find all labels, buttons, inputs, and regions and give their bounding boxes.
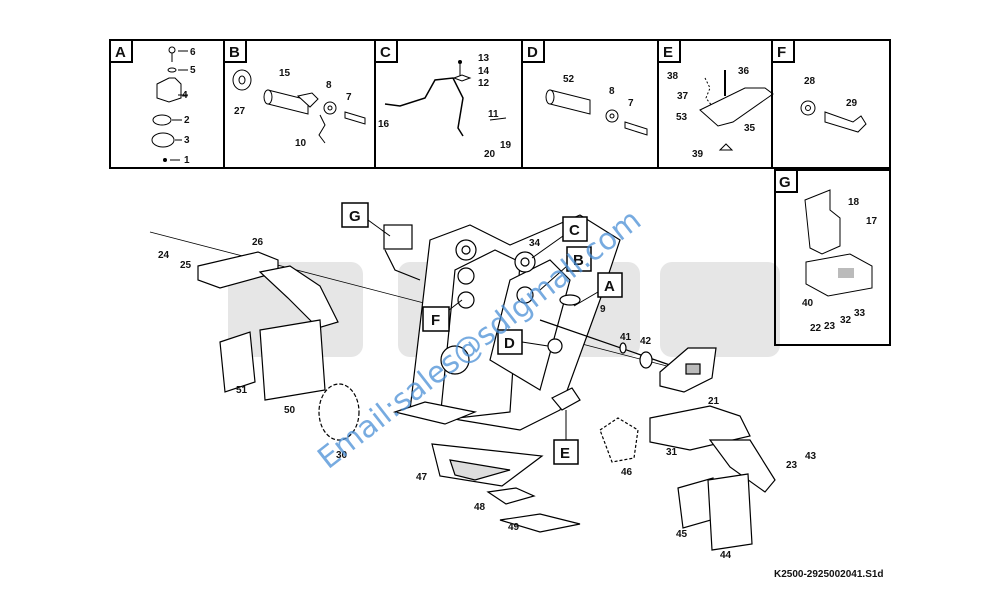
part-42: 42 [640,336,652,347]
part-40: 40 [802,298,814,309]
callout-f: F [422,299,463,332]
part-21: 21 [708,396,720,407]
part-51: 51 [236,385,248,396]
detail-letter-g: G [779,174,791,191]
part-7-b: 7 [346,92,352,103]
part-4: 4 [182,90,188,101]
part-29: 29 [846,98,858,109]
detail-box-g: G 18 17 40 22 23 32 33 [774,169,891,346]
part-52: 52 [563,74,575,85]
part-22: 22 [810,323,822,334]
part-9: 9 [600,304,606,315]
part-47: 47 [416,472,428,483]
callout-g: G [341,202,391,237]
callout-c: C [531,216,588,259]
part-19: 19 [500,140,512,151]
part-26: 26 [252,237,264,248]
callout-b: B [539,246,592,291]
main-assembly [149,214,776,551]
part-53: 53 [676,112,688,123]
detail-letter-c: C [380,44,391,61]
callout-e: E [553,410,579,465]
part-36: 36 [738,66,750,77]
part-25: 25 [180,260,192,271]
part-38: 38 [667,71,679,82]
part-7-d: 7 [628,98,634,109]
part-31: 31 [666,447,678,458]
svg-text:D: D [504,335,515,352]
detail-letter-b: B [229,44,240,61]
part-37: 37 [677,91,689,102]
callout-d: D [497,329,549,355]
detail-box-c: C 13 14 12 16 11 19 20 [374,39,523,169]
callout-a: A [573,272,623,307]
detail-box-a: A 6 5 4 2 3 1 [109,39,225,169]
part-24: 24 [158,250,170,261]
svg-text:G: G [349,208,361,225]
main-part-labels: 24 25 26 34 9 41 42 21 51 50 30 47 48 49… [158,237,817,561]
detail-box-e: E 38 36 37 53 35 39 [657,39,774,169]
detail-box-f: F 28 29 [771,39,891,169]
part-18: 18 [848,197,860,208]
part-13: 13 [478,53,490,64]
detail-letter-a: A [115,44,126,61]
part-43: 43 [805,451,817,462]
part-32: 32 [840,315,852,326]
part-1: 1 [184,155,190,166]
part-34: 34 [529,238,541,249]
part-39: 39 [692,149,704,160]
part-17: 17 [866,216,878,227]
part-33: 33 [854,308,866,319]
detail-letter-f: F [777,44,786,61]
detail-letter-d: D [527,44,538,61]
part-3: 3 [184,135,190,146]
part-5: 5 [190,65,196,76]
part-46: 46 [621,467,633,478]
part-50: 50 [284,405,296,416]
part-49: 49 [508,522,520,533]
svg-text:A: A [604,278,615,295]
part-15: 15 [279,68,291,79]
part-16: 16 [378,119,390,130]
part-6: 6 [190,47,196,58]
part-41: 41 [620,332,632,343]
part-44: 44 [720,550,732,561]
part-45: 45 [676,529,688,540]
svg-text:C: C [569,222,580,239]
part-20: 20 [484,149,496,160]
part-8-b: 8 [326,80,332,91]
svg-text:B: B [573,252,584,269]
svg-text:F: F [431,312,440,329]
part-27: 27 [234,106,246,117]
part-28: 28 [804,76,816,87]
part-35: 35 [744,123,756,134]
detail-box-b: B 27 15 8 7 10 [223,39,376,169]
part-11: 11 [488,109,499,120]
part-48: 48 [474,502,486,513]
part-10: 10 [295,138,307,149]
part-2: 2 [184,115,190,126]
part-8-d: 8 [609,86,615,97]
svg-text:E: E [560,445,570,462]
part-14: 14 [478,66,490,77]
part-23-g: 23 [824,321,836,332]
part-23-main: 23 [786,460,798,471]
detail-letter-e: E [663,44,673,61]
part-30: 30 [336,450,348,461]
drawing-code: K2500-2925002041.S1d [774,569,884,580]
part-12: 12 [478,78,490,89]
detail-box-d: D 52 8 7 [521,39,659,169]
